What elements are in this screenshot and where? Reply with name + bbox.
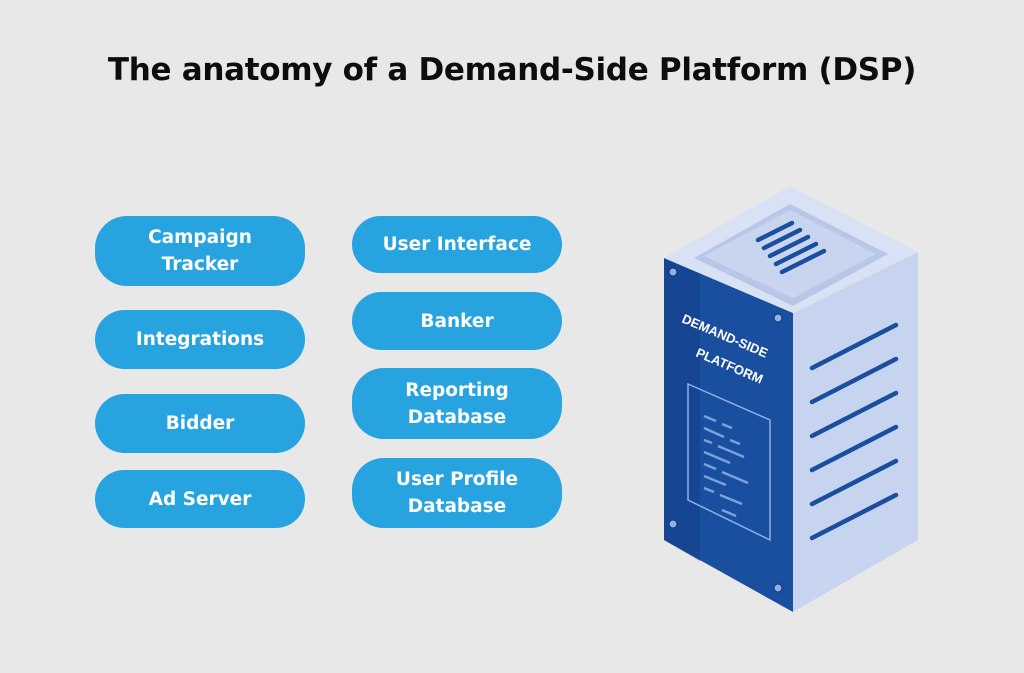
server-front-shade — [664, 258, 700, 561]
top-vent-icon — [755, 220, 827, 275]
component-ad-server: Ad Server — [95, 470, 305, 528]
component-integrations: Integrations — [95, 310, 305, 369]
server-illustration: DEMAND-SIDE PLATFORM — [664, 186, 918, 612]
server-top-plate-inner — [704, 210, 876, 298]
server-side-face — [793, 252, 918, 612]
component-banker: Banker — [352, 292, 562, 350]
side-vent-icon — [809, 322, 899, 541]
component-reporting-database: Reporting Database — [352, 368, 562, 439]
component-user-interface: User Interface — [352, 216, 562, 273]
screen-code-lines — [703, 414, 749, 518]
component-campaign-tracker: Campaign Tracker — [95, 216, 305, 286]
component-bidder: Bidder — [95, 394, 305, 453]
component-user-profile-database: User Profile Database — [352, 458, 562, 528]
screw-icons — [668, 267, 783, 593]
page-title: The anatomy of a Demand-Side Platform (D… — [107, 52, 917, 88]
server-screen — [687, 382, 771, 542]
